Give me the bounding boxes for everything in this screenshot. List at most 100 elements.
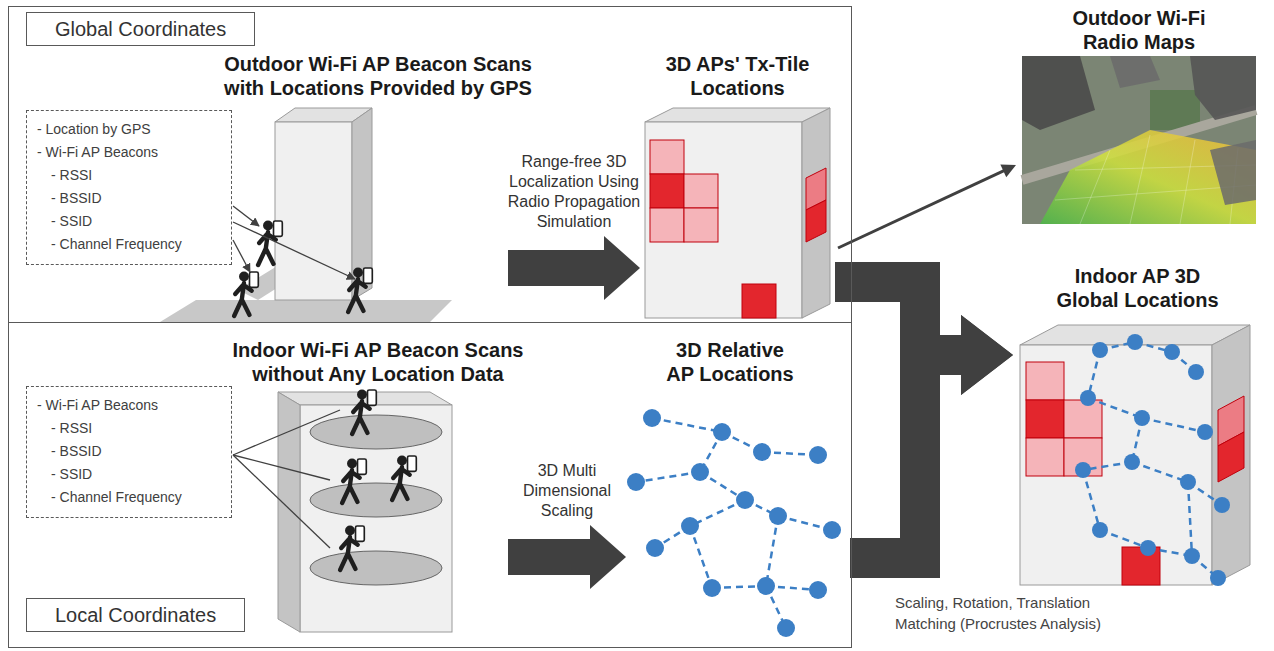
radio-map-image: [1210, 140, 1256, 205]
global-ap-cube: [1026, 400, 1064, 438]
outdoor-scene: [234, 271, 258, 316]
list-item: - BSSID: [37, 440, 221, 463]
edge-label: Scaling, Rotation, Translation Matching …: [895, 592, 1145, 634]
tx-tile-cube: [684, 174, 718, 208]
global-ap-cube: [1075, 334, 1230, 586]
global-ap-cube: [1064, 400, 1102, 438]
process-stage: 3D APs' Tx-Tile Locations: [640, 50, 835, 320]
relative-ap-graph: [736, 491, 754, 509]
tx-tile-cube: [645, 108, 830, 122]
global-ap-cube: [1197, 424, 1213, 440]
block-arrow: [508, 525, 626, 589]
list-item: - SSID: [37, 463, 221, 486]
list-item: - Wi-Fi AP Beacons: [37, 394, 221, 417]
indoor-scene: [233, 389, 452, 632]
relative-ap-graph: [627, 473, 645, 491]
outdoor-scene: [348, 267, 372, 312]
indoor-scene: [352, 389, 376, 434]
tx-tile-cube: [802, 108, 830, 318]
global-ap-cube: [1180, 474, 1196, 490]
tx-tile-cube: [650, 174, 684, 208]
edge-label-holder: Range-free 3D Localization Using Radio P…: [504, 152, 644, 232]
radio-map-image: [1040, 130, 1256, 224]
outdoor-scene: [233, 240, 250, 272]
relative-ap-graph: [757, 577, 775, 595]
outdoor-scene: [233, 206, 259, 226]
indoor-scene: [340, 525, 364, 570]
indoor-scene: [233, 455, 330, 548]
heading-holder: 3D APs' Tx-Tile Locations: [640, 52, 835, 100]
radio-map-image: [1055, 135, 1256, 224]
process-stage: Indoor AP 3D Global Locations: [1015, 262, 1260, 587]
global-ap-cube: [1083, 342, 1222, 578]
arrow-shaft: [508, 250, 608, 286]
global-ap-cube: [1184, 548, 1200, 564]
stage-heading: Outdoor Wi-Fi Radio Maps: [1049, 6, 1229, 54]
global-ap-cube: [1127, 334, 1143, 350]
stage-heading: Indoor AP 3D Global Locations: [1053, 264, 1223, 312]
stage-heading: Outdoor Wi-Fi AP Beacon Scans with Locat…: [213, 52, 543, 100]
global-ap-cube: [1210, 570, 1226, 586]
arrow-head: [961, 315, 1013, 395]
panel-tab-label: Local Coordinates: [26, 598, 245, 632]
process-stage: 3D Relative AP Locations: [626, 336, 850, 640]
stage-heading: Indoor Wi-Fi AP Beacon Scans without Any…: [213, 338, 543, 386]
list-item: - SSID: [37, 210, 221, 233]
relative-ap-graph: [809, 581, 827, 599]
arrow-head: [961, 315, 1013, 395]
relative-ap-graph: [713, 423, 731, 441]
tx-tile-cube: [684, 208, 718, 242]
relative-ap-graph: [777, 619, 795, 637]
thin-arrow: [838, 165, 1016, 248]
global-ap-cube: [1026, 362, 1064, 400]
data-list-box: - Wi-Fi AP Beacons- RSSI- BSSID- SSID- C…: [26, 386, 232, 518]
global-ap-cube: [1092, 342, 1108, 358]
block-arrow: [508, 236, 640, 300]
tx-tile-cube: [806, 200, 826, 242]
heading-holder: Outdoor Wi-Fi AP Beacon Scans with Locat…: [213, 52, 543, 100]
heading-holder: Indoor AP 3D Global Locations: [1053, 264, 1223, 312]
outdoor-scene: [233, 222, 355, 279]
indoor-scene: [310, 551, 442, 585]
relative-ap-graph: [769, 507, 787, 525]
global-ap-cube: [1092, 522, 1108, 538]
edge-label: 3D Multi Dimensional Scaling: [497, 461, 637, 521]
block-arrow: [850, 315, 1013, 558]
arrow-shaft: [838, 170, 1005, 248]
heading-holder: Indoor Wi-Fi AP Beacon Scans without Any…: [213, 338, 543, 386]
list-item: - Wi-Fi AP Beacons: [37, 141, 221, 164]
process-stage: Outdoor Wi-Fi AP Beacon Scans with Locat…: [240, 50, 508, 318]
relative-ap-graph: [636, 418, 832, 628]
global-ap-cube: [1134, 410, 1150, 426]
relative-ap-graph: [753, 443, 771, 461]
global-ap-cube: [1075, 462, 1091, 478]
tx-tile-cube: [650, 208, 684, 242]
edge-label-holder: Scaling, Rotation, Translation Matching …: [895, 592, 1145, 634]
edge-label: Range-free 3D Localization Using Radio P…: [504, 152, 644, 232]
edge-label-holder: 3D Multi Dimensional Scaling: [497, 461, 637, 521]
radio-map-image: [1110, 56, 1160, 88]
outdoor-scene: [160, 108, 452, 322]
relative-ap-graph: [691, 463, 709, 481]
coordinate-panel: Local Coordinates - Wi-Fi AP Beacons- RSS…: [8, 322, 852, 648]
global-ap-cube: [1124, 454, 1140, 470]
relative-ap-graph: [646, 539, 664, 557]
global-ap-cube: [1212, 325, 1250, 585]
coordinate-panel: Global Coordinates- Location by GPS- Wi-…: [8, 6, 852, 323]
outdoor-scene: [160, 300, 452, 322]
indoor-scene: [233, 455, 330, 480]
list-item: - Channel Frequency: [37, 486, 221, 509]
relative-ap-graph: [823, 521, 841, 539]
arrow-shaft: [850, 355, 966, 558]
process-stage: Outdoor Wi-Fi Radio Maps: [1020, 4, 1258, 226]
indoor-scene: [310, 483, 442, 517]
heading-holder: 3D Relative AP Locations: [663, 338, 798, 386]
radio-map-image: [1190, 56, 1256, 120]
global-ap-cube: [1218, 432, 1244, 482]
list-item: - RSSI: [37, 164, 221, 187]
global-ap-cube: [1020, 325, 1250, 586]
tx-tile-cube: [645, 122, 802, 318]
